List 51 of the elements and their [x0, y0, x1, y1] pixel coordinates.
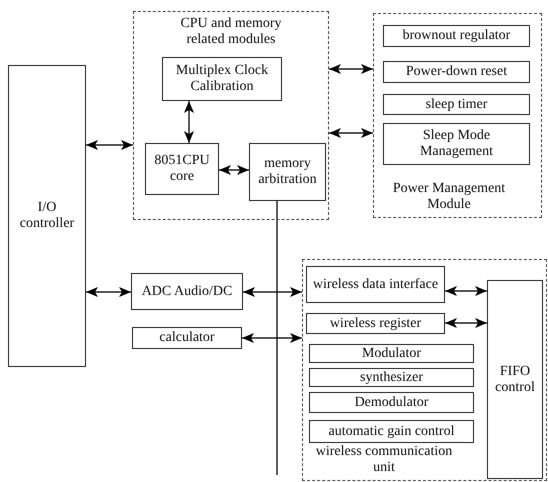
dashed-group-box — [133, 11, 329, 220]
module-label: memory arbitration — [257, 156, 318, 188]
module-label: wireless register — [328, 316, 422, 332]
module-box — [383, 94, 530, 115]
dashed-group-box — [373, 13, 542, 218]
module-box — [131, 273, 243, 310]
module-label: Modulator — [360, 346, 422, 362]
double-arrow — [329, 128, 373, 138]
module-label: ADC Audio/DC — [140, 284, 234, 300]
module-box — [145, 143, 219, 195]
module-box — [309, 420, 474, 443]
module-box — [383, 25, 530, 47]
module-label: brownout regulator — [402, 28, 512, 44]
double-arrow — [445, 318, 487, 328]
module-box — [8, 65, 86, 367]
module-label: FIFO control — [494, 364, 536, 396]
group-title: Power Management Module — [392, 180, 506, 213]
module-label: Multiplex Clock Calibration — [174, 63, 270, 95]
module-box — [132, 327, 242, 349]
module-box — [309, 392, 474, 413]
module-label: sleep timer — [424, 96, 488, 112]
double-arrow — [86, 287, 131, 297]
module-label: 8051CPU core — [153, 153, 211, 185]
module-box — [309, 368, 474, 387]
bus-line — [276, 201, 278, 475]
group-title: wireless communication unit — [314, 444, 454, 476]
module-box — [383, 123, 530, 165]
group-title: CPU and memory related modules — [179, 16, 283, 48]
module-label: synthesizer — [359, 370, 424, 386]
module-box — [487, 280, 543, 479]
module-label: Sleep Mode Management — [418, 128, 494, 160]
double-arrow — [329, 64, 373, 74]
module-label: automatic gain control — [328, 424, 456, 440]
module-box — [306, 313, 445, 334]
module-box — [306, 266, 445, 303]
module-label: calculator — [158, 330, 216, 346]
double-arrow — [86, 140, 133, 150]
dashed-group-box — [302, 259, 547, 481]
module-label: Power-down reset — [404, 64, 508, 80]
double-arrow — [184, 101, 194, 143]
double-arrow — [445, 286, 487, 296]
module-box — [309, 344, 474, 363]
module-label: I/O controller — [18, 200, 76, 232]
double-arrow — [242, 333, 302, 343]
module-box — [249, 143, 326, 201]
module-label: wireless data interface — [312, 276, 440, 292]
module-box — [162, 57, 282, 101]
module-box — [383, 61, 530, 83]
module-label: Demodulator — [354, 394, 430, 410]
double-arrow — [243, 287, 302, 297]
double-arrow — [219, 165, 249, 175]
